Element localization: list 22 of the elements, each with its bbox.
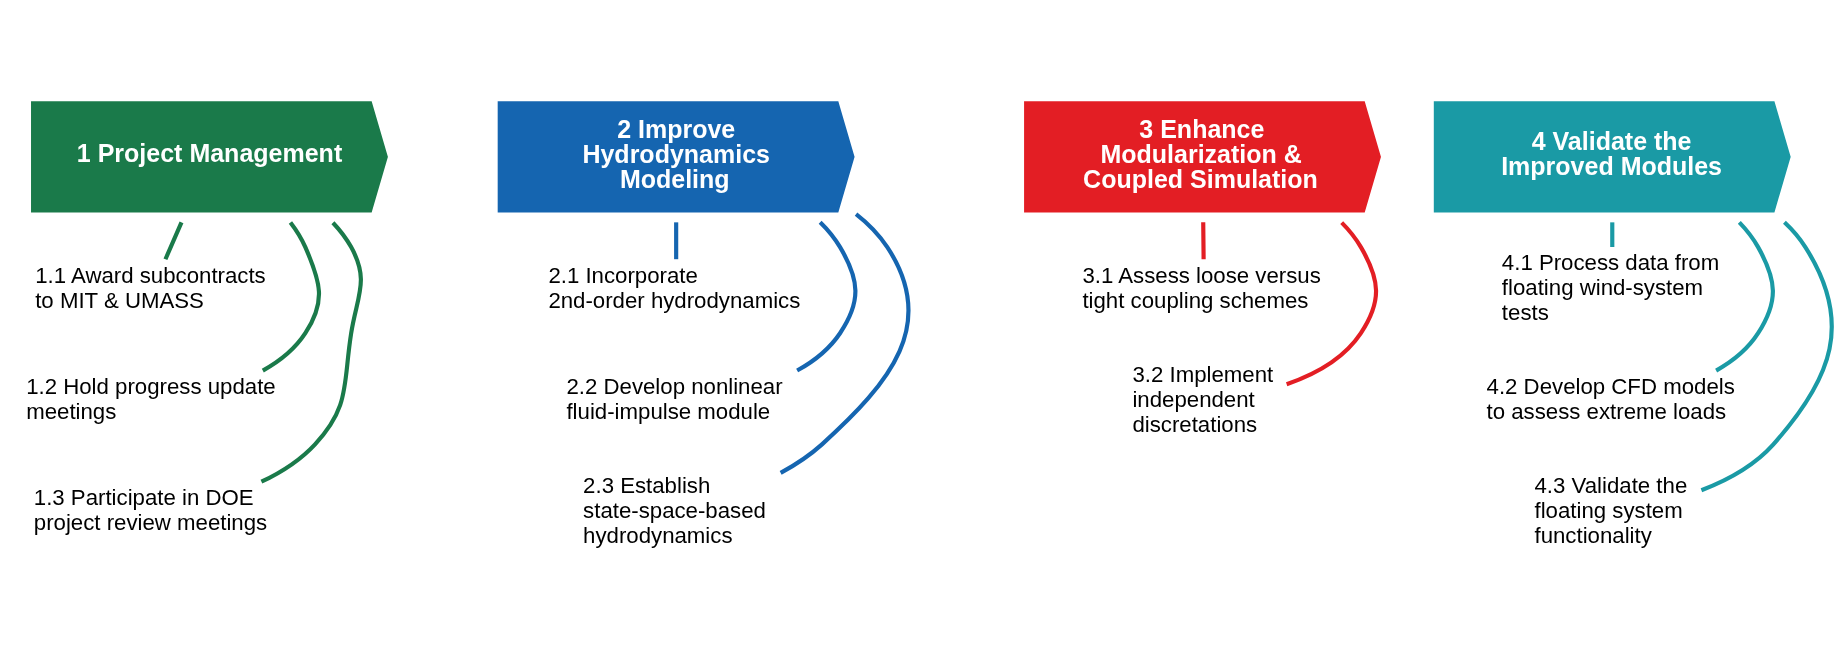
- connector: [163, 221, 184, 260]
- connector: [260, 220, 363, 484]
- connector: [1715, 220, 1775, 372]
- node-text: 1.3 Participate in DOE project review meetings: [33, 484, 268, 535]
- node-text: 2.3 Establish state-space-based hydrodynamics: [583, 472, 766, 548]
- connector: [1700, 220, 1834, 492]
- node-text: 2.2 Develop nonlinear fluid-impulse module: [566, 373, 783, 424]
- node-text: 3.2 Implement independent discretations: [1132, 361, 1274, 437]
- connector: [1201, 221, 1206, 259]
- connector: [779, 211, 911, 475]
- connector: [796, 220, 858, 372]
- node-text: 1.1 Award subcontracts to MIT & UMASS: [35, 262, 266, 313]
- node-text: 4.3 Validate the floating system functionality: [1534, 472, 1688, 548]
- connector: [261, 220, 321, 372]
- connector: [1285, 220, 1379, 386]
- node-text: 3.1 Assess loose versus tight coupling schemes: [1082, 262, 1321, 313]
- node-text: 2.1 Incorporate 2nd-order hydrodynamics: [548, 262, 801, 313]
- connector: [1610, 221, 1615, 247]
- node-text: 1.2 Hold progress update meetings: [26, 373, 276, 424]
- connector: [674, 221, 679, 259]
- node-text: 4.1 Process data from floating wind-system tests: [1501, 249, 1720, 325]
- node-text: 4.2 Develop CFD models to assess extreme loads: [1486, 373, 1735, 424]
